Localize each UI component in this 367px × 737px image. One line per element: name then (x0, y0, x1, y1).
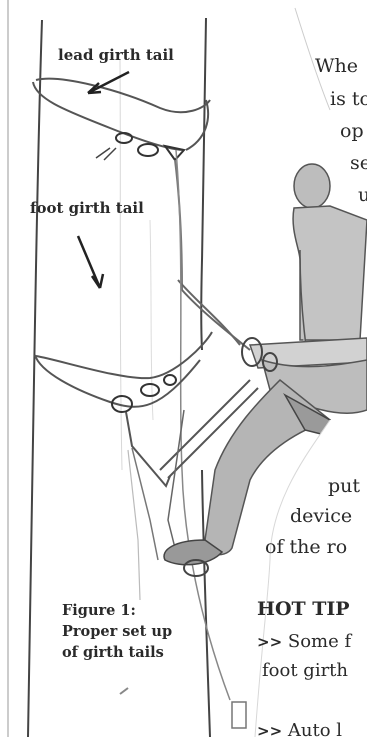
lead-girth-tail-label: lead girth tail (58, 46, 174, 64)
hot-tip-line: foot girth (262, 660, 348, 681)
caption-line: Figure 1: (62, 600, 172, 621)
body-text-line: put (328, 475, 360, 497)
caption-line: of girth tails (62, 642, 172, 663)
figure-caption: Figure 1: Proper set up of girth tails (62, 600, 172, 663)
body-text-line: u (358, 184, 367, 206)
tip-marker-icon: >> (257, 722, 282, 737)
hot-tip-text: Some f (288, 631, 351, 652)
body-text-line: of the ro (265, 536, 347, 558)
hot-tip-line: >> Auto l (257, 720, 342, 737)
tip-marker-icon: >> (257, 633, 282, 651)
body-text-line: is to (330, 88, 367, 110)
foot-girth-tail-label: foot girth tail (30, 199, 144, 217)
body-text-line: se (350, 152, 367, 174)
hot-tip-heading: HOT TIP (257, 598, 350, 620)
hot-tip-line: >> Some f (257, 631, 351, 652)
hot-tip-text: Auto l (288, 720, 342, 737)
caption-line: Proper set up (62, 621, 172, 642)
body-text-line: Whe (315, 55, 358, 77)
body-text-line: device (290, 505, 352, 527)
body-text-line: op (340, 120, 364, 142)
